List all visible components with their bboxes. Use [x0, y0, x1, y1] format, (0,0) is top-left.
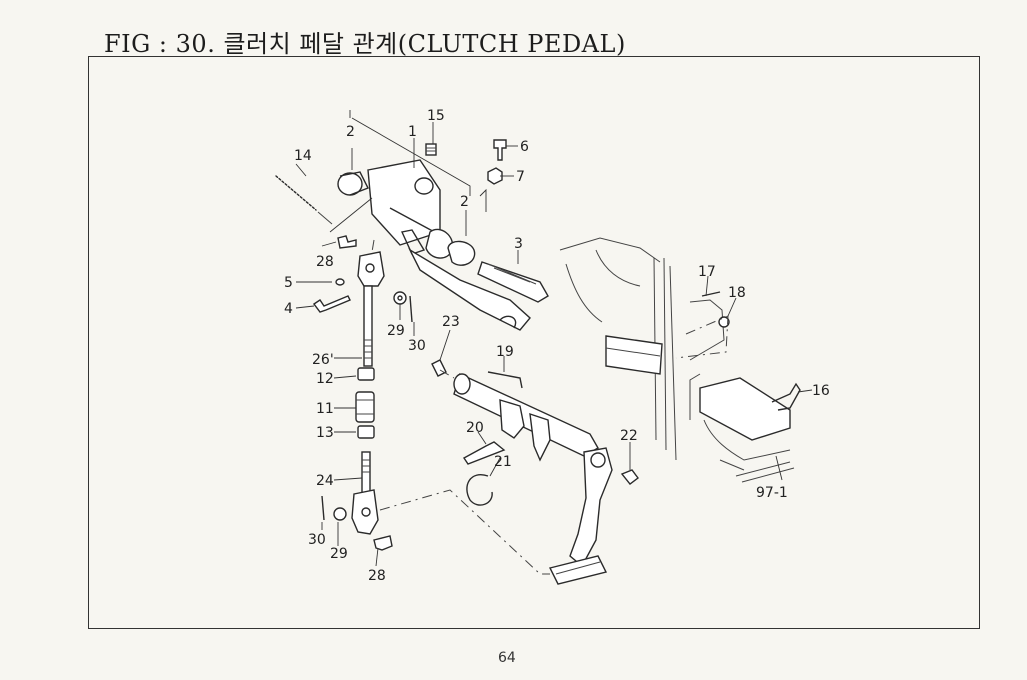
- callout-22: 22: [620, 428, 638, 444]
- spring-part-14: [275, 175, 333, 225]
- nut-part-13: [357, 425, 375, 439]
- pivot-bracket-part-1: [367, 159, 454, 259]
- clevis-lower: [351, 489, 379, 535]
- page-number: 64: [498, 650, 516, 666]
- cotter-pin-part-30-upper: [409, 295, 413, 323]
- callout-7: 7: [516, 169, 525, 185]
- callout-21: 21: [494, 454, 512, 470]
- rod-part-26: [363, 285, 373, 367]
- grease-nipple-part-23: [431, 359, 447, 377]
- callout-4: 4: [284, 301, 293, 317]
- callout-16: 16: [812, 383, 830, 399]
- bolt-part-22: [620, 469, 639, 485]
- pin-part-28-lower: [373, 535, 393, 551]
- callout-12: 12: [316, 371, 334, 387]
- cotter-pin-part-30-lower: [321, 495, 325, 521]
- cross-shaft-part-19: [453, 371, 599, 462]
- pedal-pad: [548, 555, 608, 585]
- clevis-upper: [357, 251, 385, 287]
- spring-part-21: [466, 474, 493, 506]
- callout-30-upper: 30: [408, 338, 426, 354]
- washer-part-29-upper: [393, 291, 407, 305]
- pedal-arm-upper-part-3: [408, 248, 549, 331]
- callout-3: 3: [514, 236, 523, 252]
- grease-nipple-part-15: [425, 143, 437, 156]
- callout-11: 11: [316, 401, 334, 417]
- callout-26: 26': [312, 352, 334, 368]
- callout-29-upper: 29: [387, 323, 405, 339]
- washer-part-29-lower: [333, 507, 347, 521]
- callout-20: 20: [466, 420, 484, 436]
- bushing-part-2-right: [447, 240, 476, 266]
- pin-part-20: [462, 441, 506, 465]
- callout-13: 13: [316, 425, 334, 441]
- bushing-part-2-left: [337, 171, 369, 196]
- callout-14: 14: [294, 148, 312, 164]
- callout-23: 23: [442, 314, 460, 330]
- clutch-pedal-arm: [569, 447, 613, 568]
- callout-17: 17: [698, 264, 716, 280]
- callout-5: 5: [284, 275, 293, 291]
- rod-part-24: [361, 451, 371, 495]
- callout-19: 19: [496, 344, 514, 360]
- nut-part-7: [487, 167, 503, 185]
- bolt-part-4: [312, 295, 351, 313]
- bolt-part-6: [493, 139, 507, 161]
- callout-1: 1: [408, 124, 417, 140]
- pin-part-17: [701, 291, 721, 297]
- callout-2-right: 2: [460, 194, 469, 210]
- turnbuckle-part-11: [355, 391, 375, 423]
- pin-part-28-upper: [337, 235, 357, 249]
- callout-6: 6: [520, 139, 529, 155]
- callout-28-upper: 28: [316, 254, 334, 270]
- washer-part-18: [718, 316, 730, 328]
- callout-97-1: 97-1: [756, 485, 788, 501]
- callout-30-lower: 30: [308, 532, 326, 548]
- callout-2-left: 2: [346, 124, 355, 140]
- washer-part-5: [335, 278, 345, 286]
- callout-24: 24: [316, 473, 334, 489]
- figure-title: FIG : 30. 클러치 페달 관계(CLUTCH PEDAL): [104, 30, 626, 58]
- rod-part-16: [771, 382, 801, 411]
- callout-15: 15: [427, 108, 445, 124]
- chassis-outline: [559, 237, 795, 483]
- nut-part-12: [357, 367, 375, 381]
- callout-29-lower: 29: [330, 546, 348, 562]
- callout-28-lower: 28: [368, 568, 386, 584]
- diagram-frame: [88, 56, 980, 629]
- callout-18: 18: [728, 285, 746, 301]
